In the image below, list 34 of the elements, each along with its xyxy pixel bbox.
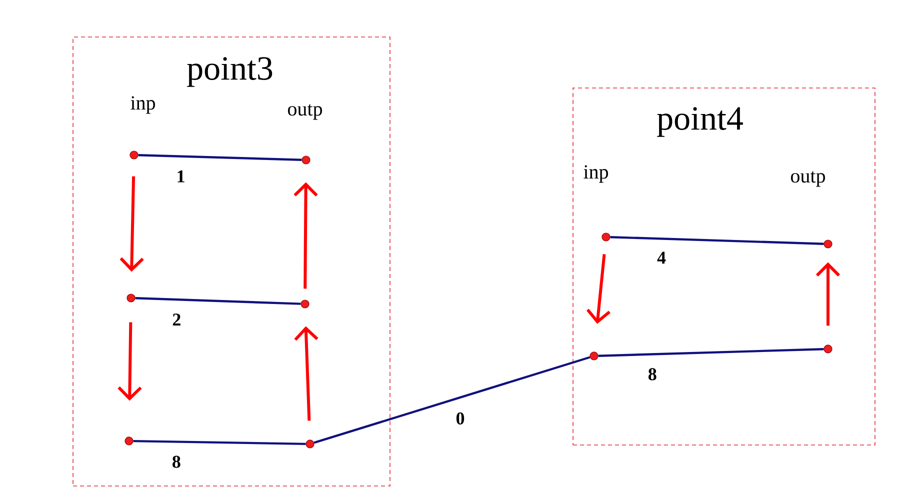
junction-dot [824, 240, 832, 248]
arrow [294, 326, 318, 421]
edge-label: 0 [456, 412, 464, 424]
arrow [294, 182, 318, 289]
connector-line [598, 348, 824, 357]
junction-dot [302, 156, 310, 164]
arrow [120, 176, 144, 272]
connector-line [138, 154, 302, 161]
edge-label: 2 [172, 314, 180, 326]
port-label: outp [791, 171, 825, 187]
edge-label: 8 [172, 456, 180, 468]
junction-dot [126, 294, 136, 302]
port-label: inp [584, 165, 608, 183]
junction-dot [300, 300, 310, 308]
junction-dot [306, 440, 314, 448]
edge-label: 1 [178, 170, 184, 182]
connector-line [133, 440, 306, 446]
box-title: point3 [187, 57, 272, 87]
arrow [816, 262, 840, 326]
arrow [118, 322, 142, 401]
edge-label: 4 [657, 252, 666, 264]
arrow [586, 254, 610, 324]
port-label: outp [288, 104, 322, 120]
connector-line [610, 236, 824, 245]
box-title: point4 [657, 107, 743, 137]
junction-dot [590, 352, 598, 360]
junction-dot [124, 436, 134, 446]
junction-dot [824, 344, 832, 354]
connector-line [314, 356, 590, 444]
connector-line [135, 297, 301, 305]
junction-dot [130, 150, 138, 160]
junction-dot [602, 232, 610, 242]
port-label: inp [130, 96, 155, 114]
edge-label: 8 [648, 368, 656, 380]
